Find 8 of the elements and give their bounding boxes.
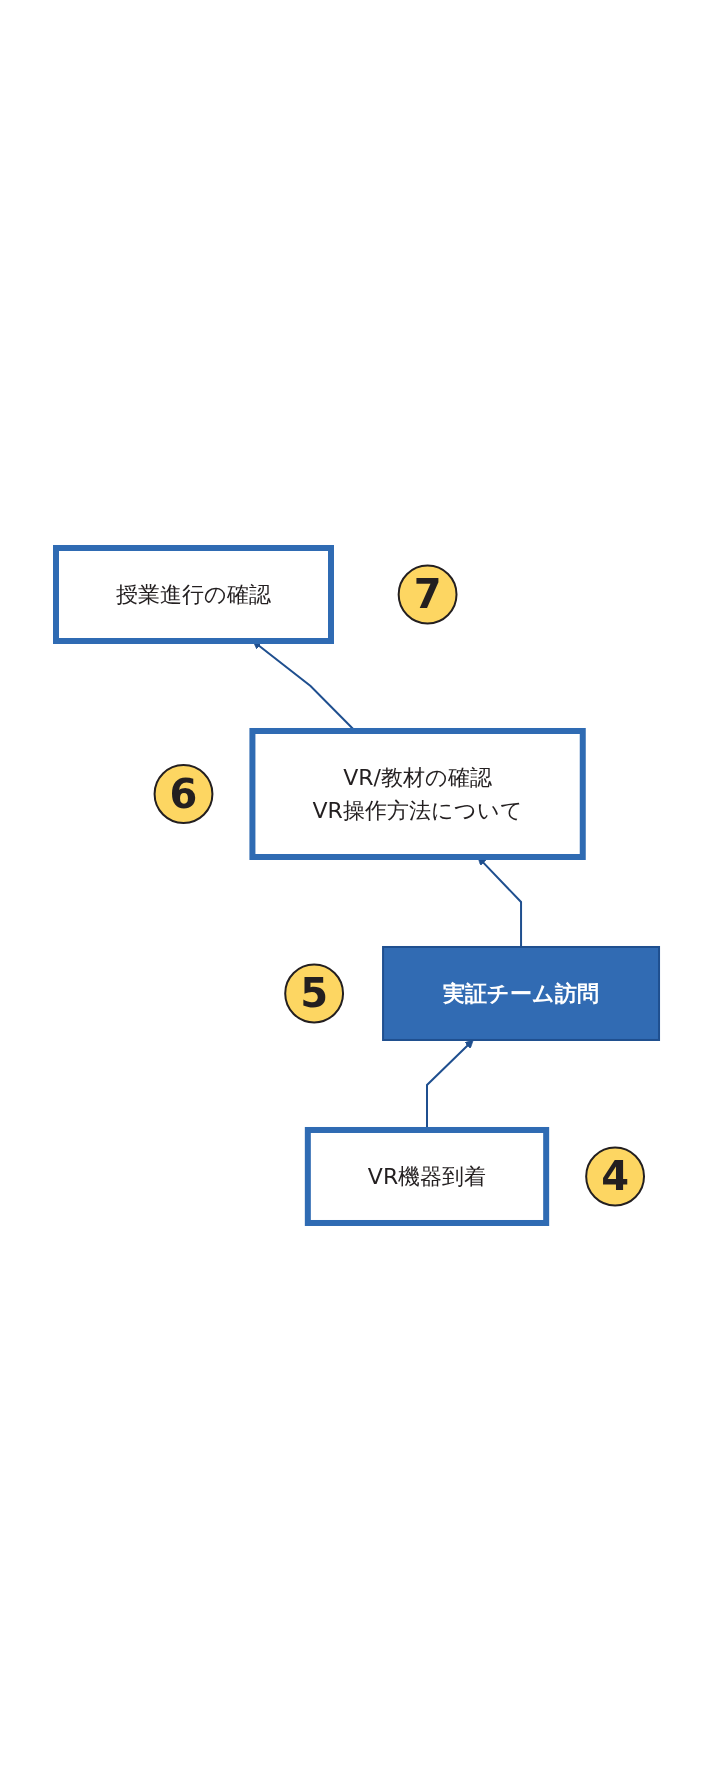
node-circle: 4: [585, 1146, 645, 1207]
node-box: 実証チーム訪問: [382, 946, 660, 1041]
node-box: VR/教材の確認 VR操作方法について: [249, 728, 586, 860]
node-circle: 5: [284, 963, 344, 1024]
node-circle: 7: [397, 564, 458, 625]
node-box: 授業進行の確認: [52, 545, 334, 644]
node-circle: 6: [153, 764, 214, 824]
node-box: VR機器到着: [304, 1127, 550, 1226]
